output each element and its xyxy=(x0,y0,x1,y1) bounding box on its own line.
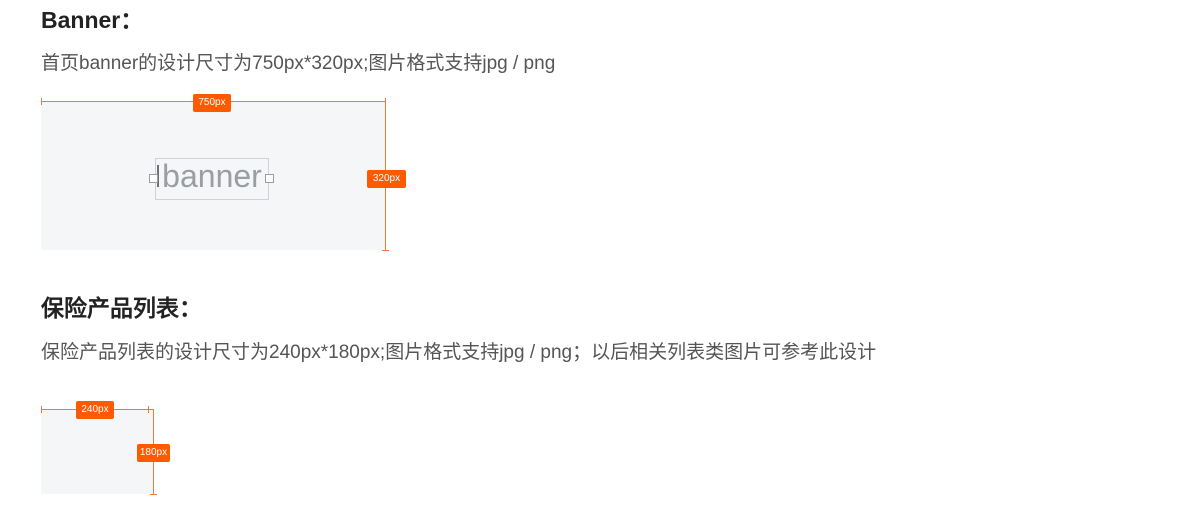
product-height-tick-bottom xyxy=(150,494,157,495)
product-placeholder xyxy=(41,409,153,494)
banner-placeholder-word: banner xyxy=(162,158,262,194)
banner-height-tick-bottom xyxy=(382,250,389,251)
banner-heading: Banner： xyxy=(41,7,144,33)
banner-description: 首页banner的设计尺寸为750px*320px;图片格式支持jpg / pn… xyxy=(41,53,556,74)
banner-width-label: 750px xyxy=(193,94,231,112)
product-width-tick-left xyxy=(41,406,42,413)
product-description: 保险产品列表的设计尺寸为240px*180px;图片格式支持jpg / png；… xyxy=(41,342,877,363)
banner-text-box[interactable]: banner xyxy=(155,158,269,200)
banner-width-tick-left xyxy=(41,98,42,105)
product-heading: 保险产品列表： xyxy=(41,295,202,321)
banner-placeholder xyxy=(41,102,386,250)
banner-height-label: 320px xyxy=(367,170,406,188)
resize-handle-left[interactable] xyxy=(149,174,158,183)
product-width-label: 240px xyxy=(76,401,114,419)
product-width-tick-right xyxy=(148,406,149,413)
resize-handle-right[interactable] xyxy=(265,174,274,183)
text-cursor xyxy=(157,165,159,187)
product-height-label: 180px xyxy=(137,444,170,462)
